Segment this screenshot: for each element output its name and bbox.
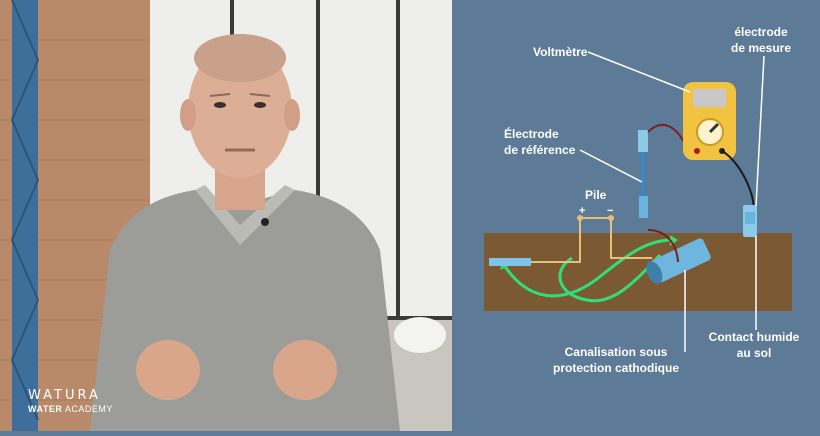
- battery-plus: +: [579, 205, 585, 217]
- steel-column: [12, 0, 38, 431]
- voltmeter-device: [683, 82, 736, 160]
- brand-subtitle: WATER ACADEMY: [28, 404, 113, 414]
- presenter-video: WATURA WATER ACADEMY: [0, 0, 452, 431]
- wire-anode: [531, 218, 581, 263]
- diagram-svg: + − Pile: [484, 25, 800, 375]
- pipe-label-1: Canalisation sous: [565, 345, 668, 359]
- presenter-scene: [0, 0, 452, 431]
- reference-electrode: [638, 130, 648, 218]
- measure-electrode: [743, 205, 757, 237]
- wire-reference: [647, 123, 689, 151]
- measure-electrode-label-2: de mesure: [731, 41, 791, 55]
- wire-pipe: [610, 218, 652, 259]
- reference-electrode-label-1: Électrode: [504, 126, 559, 141]
- wire-measure: [721, 150, 755, 209]
- soil-layer: [484, 233, 792, 311]
- battery-label: Pile: [585, 188, 607, 202]
- battery-minus: −: [607, 205, 613, 217]
- anode: [489, 258, 531, 266]
- pipe: [646, 238, 711, 284]
- wet-contact-label-2: au sol: [737, 346, 772, 360]
- presenter-left-hand: [136, 340, 200, 400]
- cathodic-protection-diagram: + − Pile: [452, 0, 820, 431]
- presenter-right-hand: [273, 340, 337, 400]
- pipe-label-2: protection cathodique: [553, 361, 679, 375]
- measure-electrode-label-1: électrode: [734, 25, 788, 39]
- brand-name: WATURA: [28, 388, 101, 403]
- reference-electrode-label-2: de référence: [504, 143, 576, 157]
- wet-contact-label-1: Contact humide: [709, 330, 800, 344]
- brand-watermark: WATURA WATER ACADEMY: [28, 388, 113, 414]
- voltmeter-label: Voltmètre: [533, 45, 588, 59]
- current-arrow-1: [500, 238, 673, 298]
